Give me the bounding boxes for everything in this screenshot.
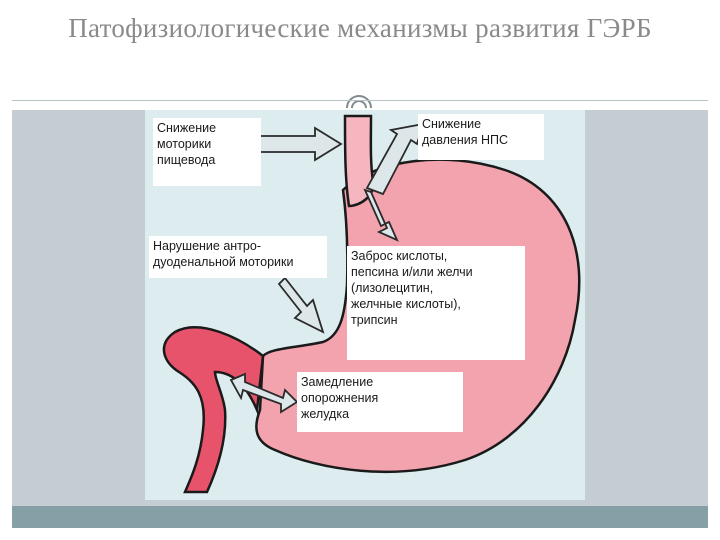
slide-title: Патофизиологические механизмы развития Г… [68,13,652,43]
label-esophageal-motility: Снижение моторики пищевода [153,118,261,186]
esophagus-shape [343,114,375,208]
duodenum-shape [162,326,265,494]
label-reflux-contents: Заброс кислоты, пепсина и/или желчи (лиз… [347,246,525,360]
title-divider [12,100,708,101]
label-gastric-emptying: Замедление опорожнения желудка [297,372,463,432]
arrow-icon [229,122,425,414]
ring-icon [346,95,372,109]
label-antroduodenal-motility: Нарушение антро- дуоденальной моторики [149,236,327,278]
label-les-pressure: Снижение давления НПС [418,114,544,160]
footer-bar [12,506,708,528]
